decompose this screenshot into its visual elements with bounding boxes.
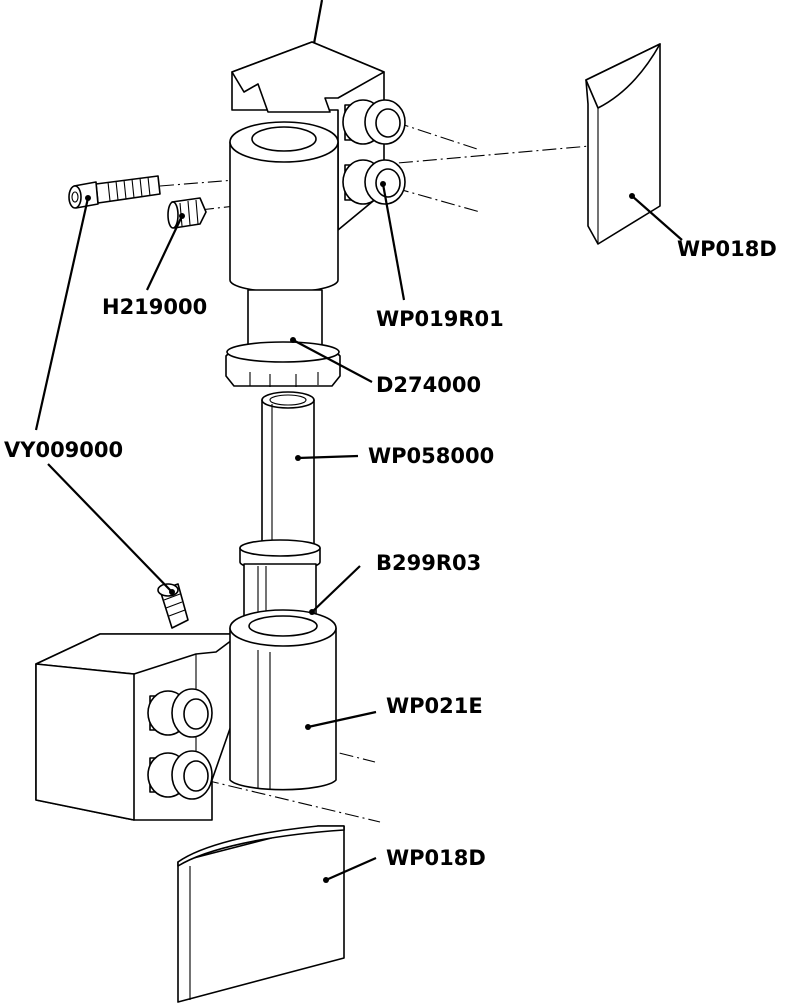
part-labels: WP018D H219000 WP019R01 D274000 VY009000… <box>4 237 777 870</box>
wing-panel-bottom <box>177 825 345 1003</box>
lower-knuckle <box>229 609 337 791</box>
label-wp021e: WP021E <box>386 694 483 718</box>
label-wp018d-bottom: WP018D <box>386 846 486 870</box>
label-wp019r01: WP019R01 <box>376 307 504 331</box>
cam-nut <box>225 341 341 387</box>
lower-roller-2 <box>147 750 213 800</box>
label-d274000: D274000 <box>376 373 481 397</box>
bolt-upper <box>68 175 161 209</box>
label-h219000: H219000 <box>102 295 207 319</box>
set-screw <box>167 197 207 229</box>
lower-roller-1 <box>147 688 213 738</box>
wing-panel-top <box>585 43 661 245</box>
upper-roller-1 <box>342 99 406 145</box>
pin <box>261 391 315 551</box>
lower-hinge-block <box>35 633 241 821</box>
label-wp018d-top: WP018D <box>677 237 777 261</box>
label-b299r03: B299R03 <box>376 551 481 575</box>
upper-roller-2 <box>342 159 406 205</box>
upper-knuckle <box>229 121 339 293</box>
label-vy009000: VY009000 <box>4 438 123 462</box>
label-wp058000: WP058000 <box>368 444 494 468</box>
leader-lines <box>34 181 683 883</box>
